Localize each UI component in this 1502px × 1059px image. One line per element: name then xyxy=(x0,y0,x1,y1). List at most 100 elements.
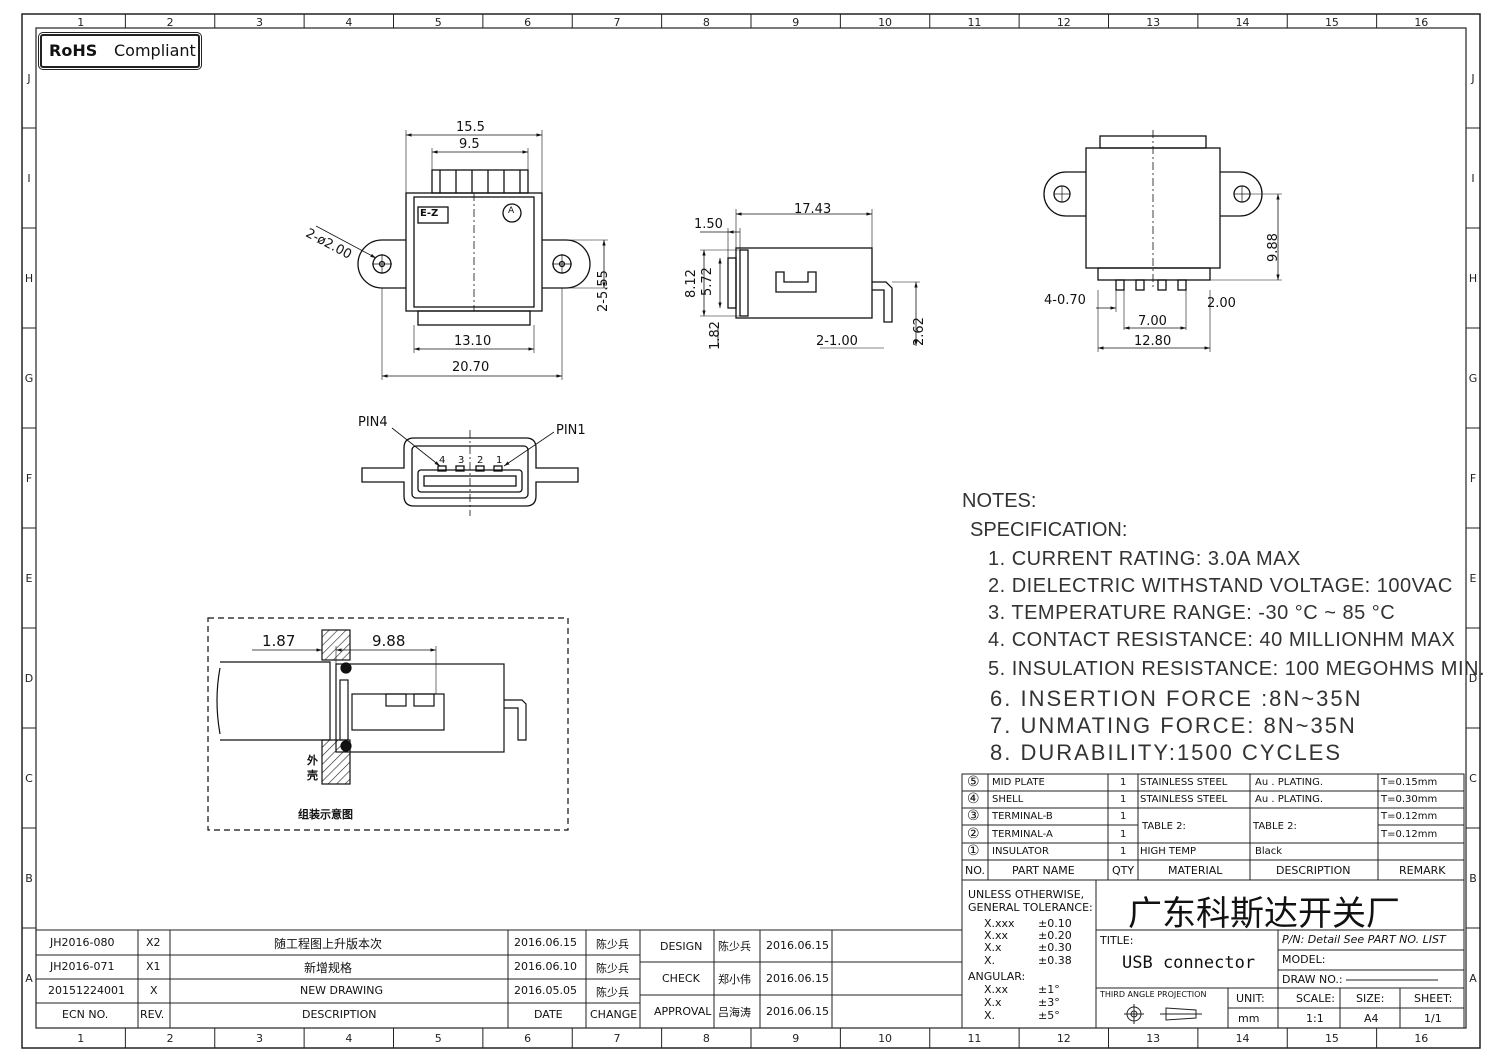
part-material: STAINLESS STEEL xyxy=(1140,777,1228,788)
note-item: 3. TEMPERATURE RANGE: -30 °C ~ 85 °C xyxy=(988,602,1396,624)
table2-desc: TABLE 2: xyxy=(1253,821,1297,832)
grid-label: 16 xyxy=(1414,16,1428,29)
note-item: 8. DURABILITY:1500 CYCLES xyxy=(990,740,1343,765)
dim-2-1-00: 2-1.00 xyxy=(816,334,858,349)
grid-label: A xyxy=(1469,972,1477,985)
pin-view xyxy=(361,427,579,516)
parts-table: ⑤ MID PLATE 1 STAINLESS STEEL Au . PLATI… xyxy=(962,774,1464,880)
top-left-flange xyxy=(1043,171,1086,217)
tol-key: X.x xyxy=(984,996,1002,1009)
grid-label: 2 xyxy=(167,1032,174,1045)
grid-label: 1 xyxy=(77,16,84,29)
pin-num: 2 xyxy=(477,455,484,466)
part-desc: Au . PLATING. xyxy=(1255,777,1324,788)
approval-name: 陈少兵 xyxy=(718,940,751,953)
part-number: P/N: Detail See PART NO. LIST xyxy=(1282,933,1446,946)
tol-key: X.xx xyxy=(984,929,1009,942)
grid-label: 14 xyxy=(1236,16,1250,29)
drawing-title: USB connector xyxy=(1122,953,1256,973)
grid-label: 9 xyxy=(792,1032,799,1045)
dim-13-10: 13.10 xyxy=(454,334,492,349)
part-qty: 1 xyxy=(1120,829,1127,840)
grid-label: 11 xyxy=(967,1032,981,1045)
note-item: 2. DIELECTRIC WITHSTAND VOLTAGE: 100VAC xyxy=(988,575,1453,597)
grid-label: 6 xyxy=(524,16,531,29)
tol-title2: GENERAL TOLERANCE: xyxy=(968,901,1093,914)
scale-label: SCALE: xyxy=(1296,992,1335,1005)
pin-num: 4 xyxy=(439,455,446,466)
grid-label: F xyxy=(26,472,32,485)
grid-label: A xyxy=(25,972,33,985)
rohs-label: RoHS xyxy=(49,41,98,60)
rev-rev: X2 xyxy=(146,936,161,949)
grid-label: E xyxy=(1470,572,1477,585)
tol-val: ±0.20 xyxy=(1038,929,1072,942)
grid-label: G xyxy=(1469,372,1478,385)
rev-date: 2016.06.10 xyxy=(514,960,577,973)
dim-2-00: 2.00 xyxy=(1207,296,1236,311)
grid-label: 4 xyxy=(345,16,352,29)
grid-label: 4 xyxy=(345,1032,352,1045)
grid-label: 10 xyxy=(878,1032,892,1045)
part-remark: T=0.15mm xyxy=(1381,777,1438,788)
grid-label: D xyxy=(1469,672,1477,685)
grid-label: 14 xyxy=(1236,1032,1250,1045)
rev-ecn: JH2016-071 xyxy=(50,960,115,973)
grid-label: 12 xyxy=(1057,1032,1071,1045)
part-qty: 1 xyxy=(1120,846,1127,857)
header-description: DESCRIPTION xyxy=(1276,864,1351,877)
grid-label: F xyxy=(1470,472,1476,485)
dim-9-5: 9.5 xyxy=(459,137,480,152)
part-desc: Black xyxy=(1255,846,1283,857)
part-remark: T=0.12mm xyxy=(1381,811,1438,822)
tol-val: ±0.10 xyxy=(1038,917,1072,930)
header-qty: QTY xyxy=(1112,864,1135,877)
front-top-pins xyxy=(431,169,529,194)
grid-label: 8 xyxy=(703,16,710,29)
unit-label: UNIT: xyxy=(1236,992,1265,1005)
dim-1-87: 1.87 xyxy=(262,632,296,650)
approval-role: APPROVAL xyxy=(654,1005,712,1018)
notes-spec: SPECIFICATION: xyxy=(970,519,1128,541)
part-no: ⑤ xyxy=(967,774,980,790)
grid-label: B xyxy=(25,872,33,885)
grid-label: 15 xyxy=(1325,1032,1339,1045)
tol-val: ±1° xyxy=(1038,983,1060,996)
top-view xyxy=(1043,130,1282,352)
rev-date: 2016.06.15 xyxy=(514,936,577,949)
tol-val: ±5° xyxy=(1038,1009,1060,1022)
dim-1-82: 1.82 xyxy=(708,321,723,350)
part-name: TERMINAL-A xyxy=(992,829,1053,840)
tol-key: X. xyxy=(984,954,996,967)
approvals-table: DESIGN 陈少兵 2016.06.15 CHECK 郑小伟 2016.06.… xyxy=(640,930,962,1028)
rev-rev: X1 xyxy=(146,960,161,973)
part-no: ③ xyxy=(967,808,980,824)
dim-4-0-70: 4-0.70 xyxy=(1044,293,1086,308)
part-no: ② xyxy=(967,826,980,842)
size-label: SIZE: xyxy=(1356,992,1385,1005)
rohs-badge: RoHS Compliant xyxy=(40,34,200,68)
header-part-name: PART NAME xyxy=(1012,864,1075,877)
notes-title: NOTES: xyxy=(962,490,1037,512)
grid-label: 11 xyxy=(967,16,981,29)
tol-val: ±0.30 xyxy=(1038,941,1072,954)
part-name: MID PLATE xyxy=(992,777,1045,788)
compliant-label: Compliant xyxy=(114,41,196,60)
approval-date: 2016.06.15 xyxy=(766,939,829,952)
approval-date: 2016.06.15 xyxy=(766,972,829,985)
part-no: ① xyxy=(967,843,980,859)
dim-8-12: 8.12 xyxy=(684,269,699,298)
grid-label: C xyxy=(25,772,33,785)
scale-value: 1:1 xyxy=(1306,1012,1324,1025)
header-material: MATERIAL xyxy=(1168,864,1223,877)
rev-desc: 随工程图上升版本次 xyxy=(274,937,383,951)
grid-label: G xyxy=(25,372,34,385)
mount-view xyxy=(207,617,569,831)
rev-rev: X xyxy=(150,984,158,997)
part-remark: T=0.12mm xyxy=(1381,829,1438,840)
grid-label: 5 xyxy=(435,1032,442,1045)
dim-20-70: 20.70 xyxy=(452,360,490,375)
grid-label: 2 xyxy=(167,16,174,29)
pin-num: 1 xyxy=(496,455,503,466)
